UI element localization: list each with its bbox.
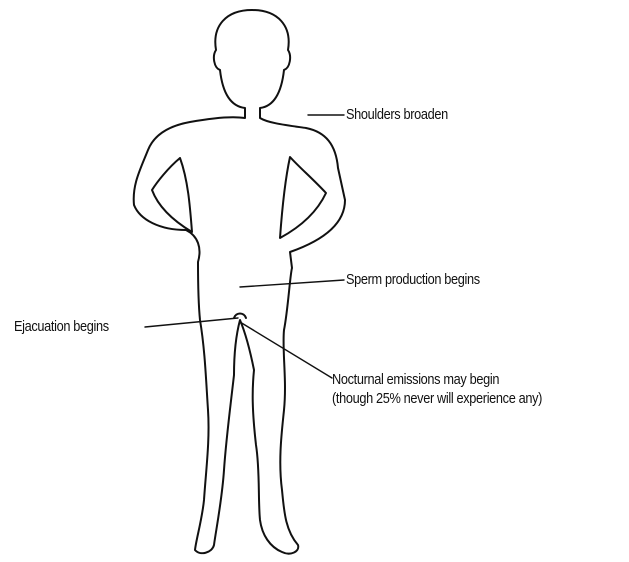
nocturnal-emissions-label: Nocturnal emissions may begin [332,371,499,390]
nocturnal-emissions-note: (though 25% never will experience any) [332,390,542,409]
ejaculation-pointer [145,318,238,327]
sperm-pointer [240,280,344,287]
sperm-production-label: Sperm production begins [346,271,480,290]
ejaculation-label: Ejacuation begins [14,318,109,337]
left-arm-gap [152,158,192,232]
shoulders-broaden-label: Shoulders broaden [346,106,448,125]
crotch-detail [234,314,246,319]
right-arm-gap [280,157,326,238]
